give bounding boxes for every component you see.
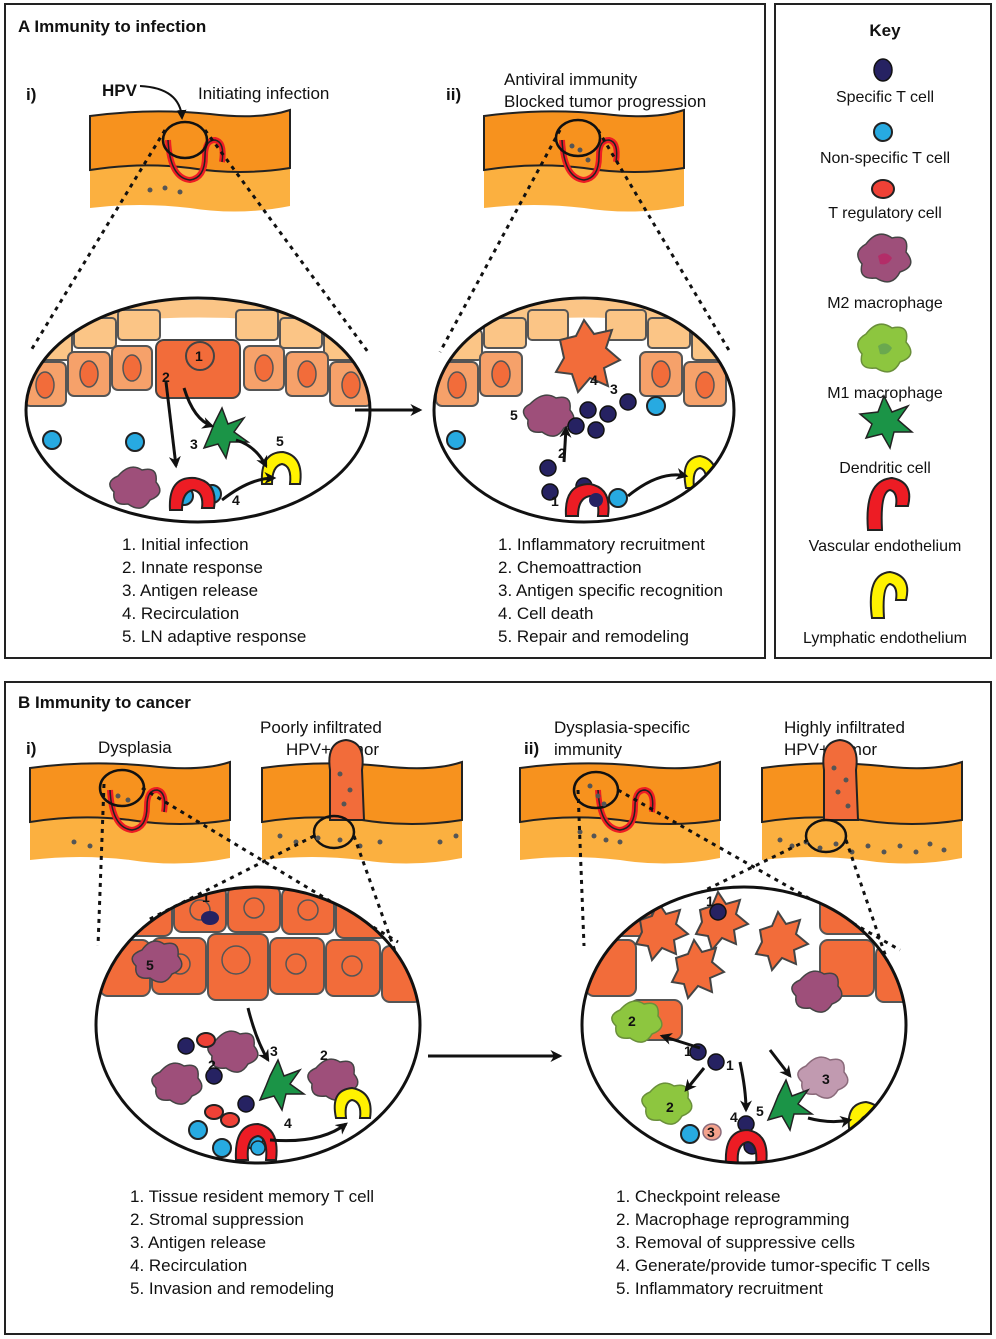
svg-text:2: 2	[320, 1047, 328, 1063]
key-label-dendritic: Dendritic cell	[839, 460, 931, 477]
svg-text:2: 2	[628, 1013, 636, 1029]
list-item: 2. Macrophage reprogramming	[616, 1210, 850, 1229]
zoom-line	[203, 129, 370, 353]
svg-text:1: 1	[684, 1043, 692, 1059]
dysspec-label-1: Dysplasia-specific	[554, 718, 691, 737]
svg-text:3: 3	[707, 1124, 715, 1140]
zoom-line	[844, 839, 906, 1011]
tissue-b-i-dysplasia	[29, 761, 231, 865]
steps-list-b-i: 1. Tissue resident memory T cell 2. Stro…	[130, 1185, 374, 1300]
list-item: 3. Removal of suppressive cells	[616, 1233, 856, 1252]
key-label-m2: M2 macrophage	[827, 295, 943, 312]
panel-b-sub-i: i)	[26, 739, 37, 758]
svg-text:5: 5	[510, 407, 518, 423]
svg-text:2: 2	[558, 445, 566, 461]
list-item: 3. Antigen specific recognition	[498, 581, 723, 600]
antiviral-label-1: Antiviral immunity	[504, 70, 638, 89]
list-item: 5. LN adaptive response	[122, 627, 307, 646]
key-label-specific-t: Specific T cell	[835, 89, 935, 106]
zoom-circle-a-i: 1 2 3 4 5	[26, 298, 370, 522]
list-item: 4. Recirculation	[130, 1256, 248, 1275]
tissue-b-ii-dysplasia	[519, 761, 721, 865]
steps-list-a-ii: 1. Inflammatory recruitment 2. Chemoattr…	[498, 533, 723, 648]
svg-text:5: 5	[276, 433, 284, 449]
initiating-infection-label: Initiating infection	[198, 84, 330, 103]
list-item: 1. Checkpoint release	[616, 1187, 781, 1206]
key-label-lymphatic: Lymphatic endothelium	[803, 630, 967, 647]
list-item: 4. Recirculation	[122, 604, 240, 623]
specific-t-cell-icon	[873, 58, 893, 82]
svg-text:2: 2	[666, 1099, 674, 1115]
svg-text:5: 5	[756, 1103, 764, 1119]
steps-list-a-i: 1. Initial infection 2. Innate response …	[122, 533, 306, 648]
panel-a-sub-ii: ii)	[446, 85, 462, 104]
dysplasia-label: Dysplasia	[98, 738, 172, 757]
svg-text:1: 1	[202, 889, 210, 905]
key-label-vascular: Vascular endothelium	[808, 538, 962, 555]
svg-text:4: 4	[590, 372, 598, 388]
zoom-line	[438, 129, 562, 353]
antiviral-label-2: Blocked tumor progression	[504, 92, 707, 111]
key-icons	[857, 58, 915, 619]
svg-text:2: 2	[208, 1057, 216, 1073]
tissue-a-ii	[483, 109, 685, 213]
panel-b-sub-ii: ii)	[524, 739, 540, 758]
tissue-b-i-poorly-infiltrated	[261, 738, 463, 865]
svg-text:1: 1	[551, 493, 559, 509]
zoom-line	[28, 129, 167, 353]
list-item: 3. Antigen release	[122, 581, 259, 600]
panel-a-title: A Immunity to infection	[18, 17, 207, 36]
zoom-line	[596, 129, 732, 353]
list-item: 1. Initial infection	[122, 535, 249, 554]
svg-text:3: 3	[822, 1071, 830, 1087]
key-label-nonspecific-t: Non-specific T cell	[819, 150, 951, 167]
zoom-circle-a-ii: 4 5 3 1 2	[434, 298, 734, 522]
nonspecific-t-cell-icon	[873, 122, 893, 142]
poorly-label-1: Poorly infiltrated	[260, 718, 382, 737]
highly-label-1: Highly infiltrated	[784, 718, 905, 737]
vascular-endothelium-icon	[866, 476, 911, 531]
list-item: 5. Repair and remodeling	[498, 627, 689, 646]
lymphatic-endothelium-icon	[869, 570, 909, 619]
tissue-a-i	[89, 109, 291, 213]
steps-list-b-ii: 1. Checkpoint release 2. Macrophage repr…	[616, 1185, 930, 1300]
svg-text:3: 3	[270, 1043, 278, 1059]
svg-text:1: 1	[195, 348, 203, 364]
zoom-line	[96, 783, 106, 947]
list-item: 4. Generate/provide tumor-specific T cel…	[616, 1256, 931, 1275]
list-item: 2. Chemoattraction	[498, 558, 642, 577]
list-item: 5. Inflammatory recruitment	[616, 1279, 823, 1298]
svg-text:2: 2	[162, 369, 170, 385]
key-label-treg: T regulatory cell	[828, 205, 942, 222]
zoom-circle-b-ii: 3 2 2 1 1 1 3 4 5 4	[582, 887, 906, 1163]
svg-text:4: 4	[730, 1109, 738, 1125]
list-item: 4. Cell death	[498, 604, 594, 623]
dendritic-cell-icon	[858, 394, 915, 450]
panel-a-sub-i: i)	[26, 85, 37, 104]
zoom-circle-b-i: 1 5 2 2 3 4	[96, 887, 420, 1163]
key-title: Key	[869, 21, 901, 40]
list-item: 5. Invasion and remodeling	[130, 1279, 335, 1298]
svg-text:5: 5	[146, 957, 154, 973]
list-item: 2. Stromal suppression	[130, 1210, 304, 1229]
key-label-m1: M1 macrophage	[827, 385, 943, 402]
list-item: 1. Inflammatory recruitment	[498, 535, 705, 554]
list-item: 1. Tissue resident memory T cell	[130, 1187, 375, 1206]
svg-text:3: 3	[190, 436, 198, 452]
panel-b-title: B Immunity to cancer	[18, 693, 191, 712]
list-item: 2. Innate response	[122, 558, 263, 577]
svg-text:3: 3	[610, 381, 618, 397]
svg-text:1: 1	[726, 1057, 734, 1073]
svg-text:1: 1	[706, 893, 714, 909]
dysspec-label-2: immunity	[554, 740, 623, 759]
hpv-label: HPV	[102, 81, 137, 100]
list-item: 3. Antigen release	[130, 1233, 267, 1252]
tissue-b-ii-highly-infiltrated	[761, 738, 963, 865]
svg-text:4: 4	[284, 1115, 292, 1131]
svg-text:4: 4	[232, 492, 240, 508]
treg-cell-icon	[871, 179, 895, 199]
